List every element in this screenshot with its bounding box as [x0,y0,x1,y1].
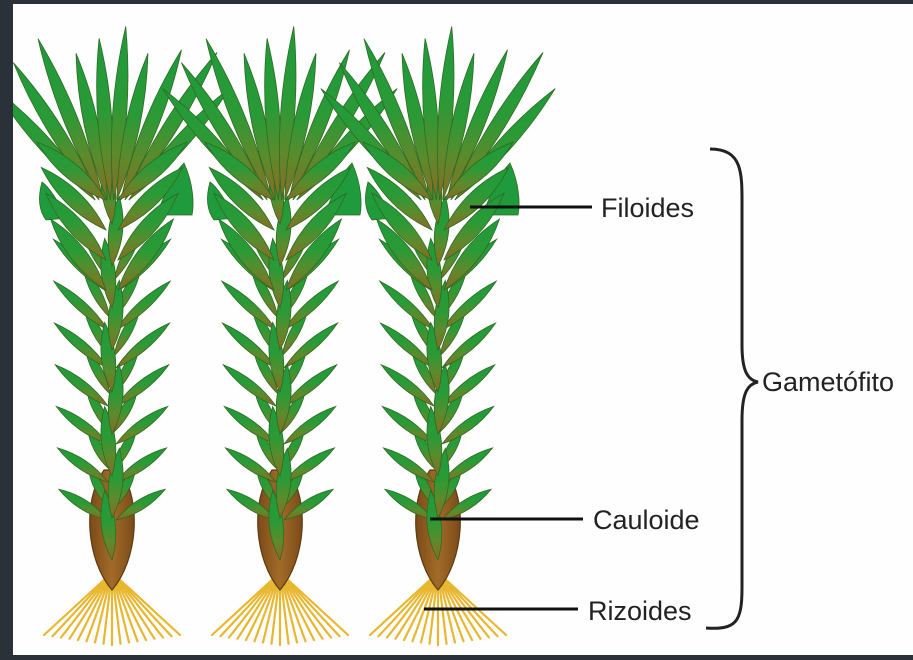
moss-plant [321,26,555,645]
diagram-panel: Filoides Cauloide Rizoides Gametófito [13,4,913,655]
moss-plants [13,26,555,645]
moss-gametophyte-diagram: Filoides Cauloide Rizoides Gametófito [13,4,913,655]
cauloide-label: Cauloide [593,505,700,535]
rizoides-label: Rizoides [588,596,692,626]
moss-plant [163,26,397,645]
gametofito-brace [706,149,758,628]
leaves [13,26,229,560]
filoides-label: Filoides [601,193,694,223]
gametofito-label: Gametófito [762,367,894,397]
